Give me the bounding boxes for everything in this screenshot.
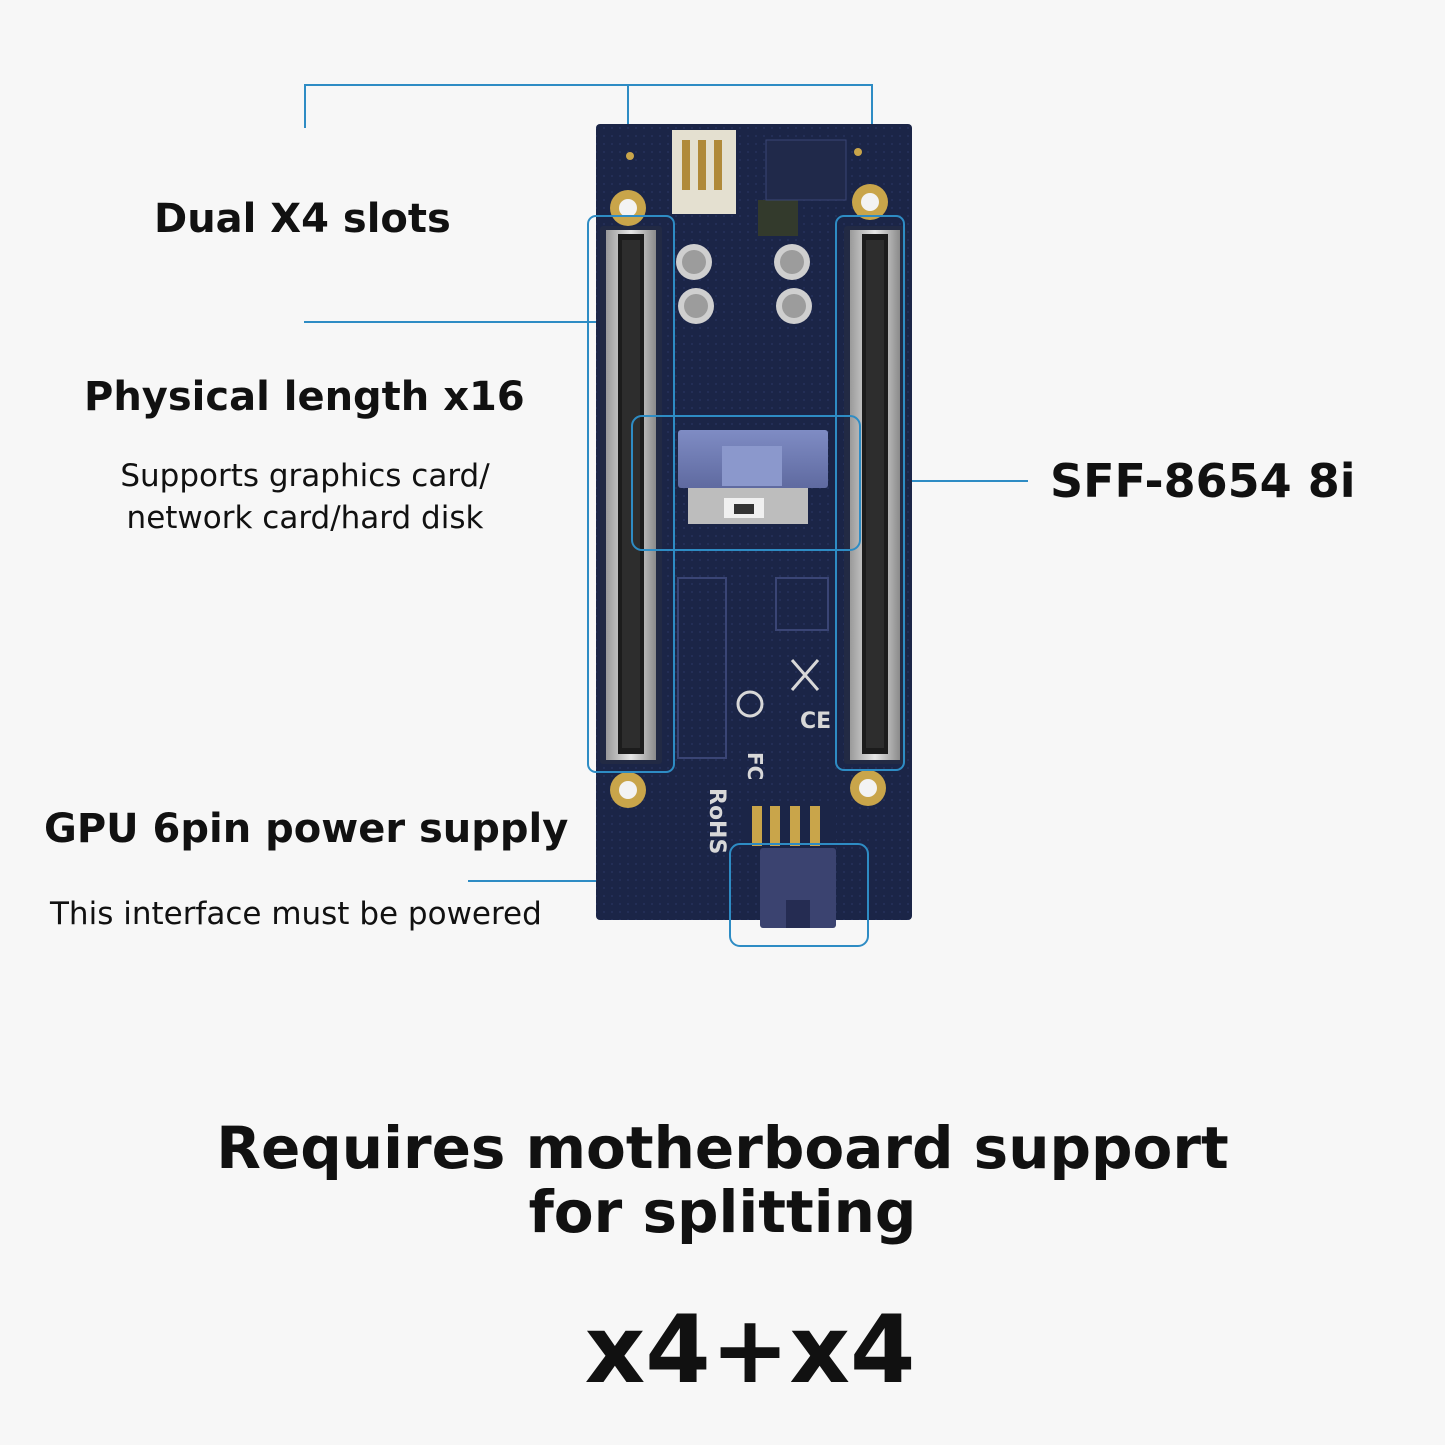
capacitors	[676, 244, 812, 324]
split-mode: x4+x4	[584, 1296, 916, 1405]
mounting-hole-bottom-right	[850, 770, 886, 806]
fcc-mark: FC	[743, 752, 767, 780]
weee-mark	[790, 659, 820, 691]
sff-leader	[860, 480, 1028, 482]
physical-length-sub-line2: network card/hard disk	[126, 500, 484, 536]
mounting-hole-bottom-left	[610, 772, 646, 808]
requirement-line1: Requires motherboard support	[216, 1114, 1229, 1182]
sff-label: SFF-8654 8i	[1050, 454, 1356, 508]
sff-8654-connector	[678, 430, 828, 524]
rohs-mark: RoHS	[704, 788, 729, 854]
riser-board-image: CE FC RoHS	[587, 124, 912, 947]
dual-slots-label: Dual X4 slots	[154, 196, 451, 242]
pcie-slot-right	[844, 226, 906, 764]
physical-length-sub-line1: Supports graphics card/	[120, 458, 490, 494]
physical-length-label: Physical length x16	[84, 374, 525, 420]
requirement-line2: for splitting	[528, 1178, 917, 1246]
fan-header	[672, 130, 736, 214]
gpu-power-sub: This interface must be powered	[50, 896, 542, 932]
gpu-power-label: GPU 6pin power supply	[44, 806, 569, 852]
mounting-hole-top-left	[610, 190, 646, 226]
dual-slots-leader-left-drop	[304, 84, 306, 128]
dual-slots-leader-top	[304, 84, 873, 86]
physical-length-leader	[304, 321, 600, 323]
ce-mark: CE	[800, 709, 831, 734]
mounting-hole-top-right	[852, 184, 888, 220]
